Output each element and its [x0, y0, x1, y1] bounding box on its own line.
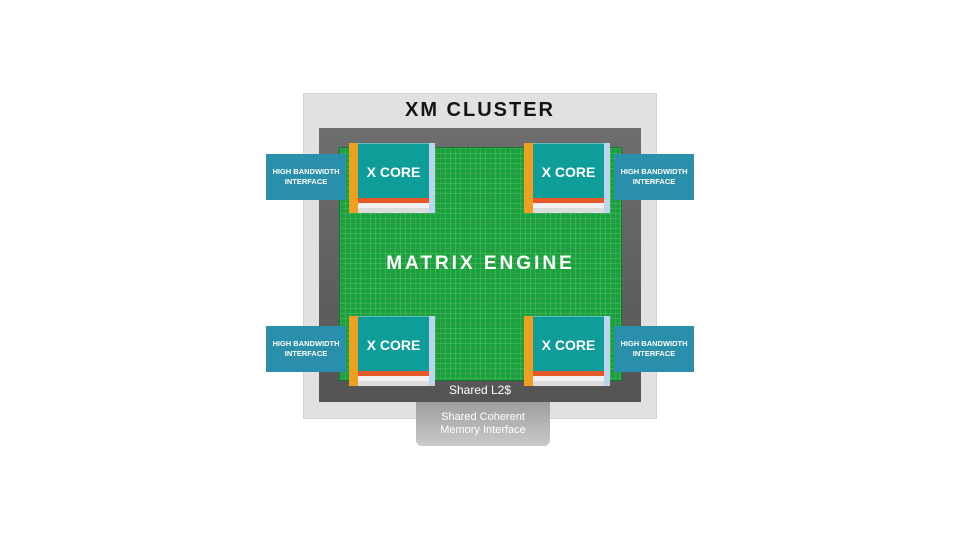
memory-interface-block: Shared Coherent Memory Interface [416, 402, 550, 446]
x-core-top-right: X CORE [524, 143, 610, 213]
core-orange-bar [524, 316, 533, 386]
core-red-bar [533, 371, 604, 376]
hbi-bottom-right: HIGH BANDWIDTH INTERFACE [614, 326, 694, 372]
x-core-label: X CORE [366, 164, 421, 180]
core-white-bar [358, 376, 429, 381]
x-core-label: X CORE [541, 164, 596, 180]
hbi-label: HIGH BANDWIDTH INTERFACE [272, 339, 340, 358]
x-core-label: X CORE [366, 337, 421, 353]
core-orange-bar [524, 143, 533, 213]
core-red-bar [358, 371, 429, 376]
core-red-bar [533, 198, 604, 203]
core-red-bar [358, 198, 429, 203]
shared-l2-label: Shared L2$ [448, 383, 512, 397]
core-gray-bar [358, 381, 429, 386]
core-blue-bar [604, 143, 610, 213]
cluster-title: XM CLUSTER [405, 99, 555, 121]
hbi-label: HIGH BANDWIDTH INTERFACE [620, 339, 688, 358]
core-blue-bar [604, 316, 610, 386]
core-white-bar [358, 203, 429, 208]
x-core-bottom-left: X CORE [349, 316, 435, 386]
core-gray-bar [533, 208, 604, 213]
hbi-bottom-left: HIGH BANDWIDTH INTERFACE [266, 326, 346, 372]
memory-interface-label: Shared Coherent Memory Interface [440, 411, 526, 436]
hbi-top-right: HIGH BANDWIDTH INTERFACE [614, 154, 694, 200]
x-core-bottom-right: X CORE [524, 316, 610, 386]
core-gray-bar [533, 381, 604, 386]
core-gray-bar [358, 208, 429, 213]
hbi-label: HIGH BANDWIDTH INTERFACE [620, 167, 688, 186]
core-white-bar [533, 376, 604, 381]
core-orange-bar [349, 316, 358, 386]
core-blue-bar [429, 143, 435, 213]
hbi-top-left: HIGH BANDWIDTH INTERFACE [266, 154, 346, 200]
core-orange-bar [349, 143, 358, 213]
core-blue-bar [429, 316, 435, 386]
x-core-label: X CORE [541, 337, 596, 353]
x-core-top-left: X CORE [349, 143, 435, 213]
matrix-engine-label: MATRIX ENGINE [386, 253, 575, 274]
core-white-bar [533, 203, 604, 208]
hbi-label: HIGH BANDWIDTH INTERFACE [272, 167, 340, 186]
